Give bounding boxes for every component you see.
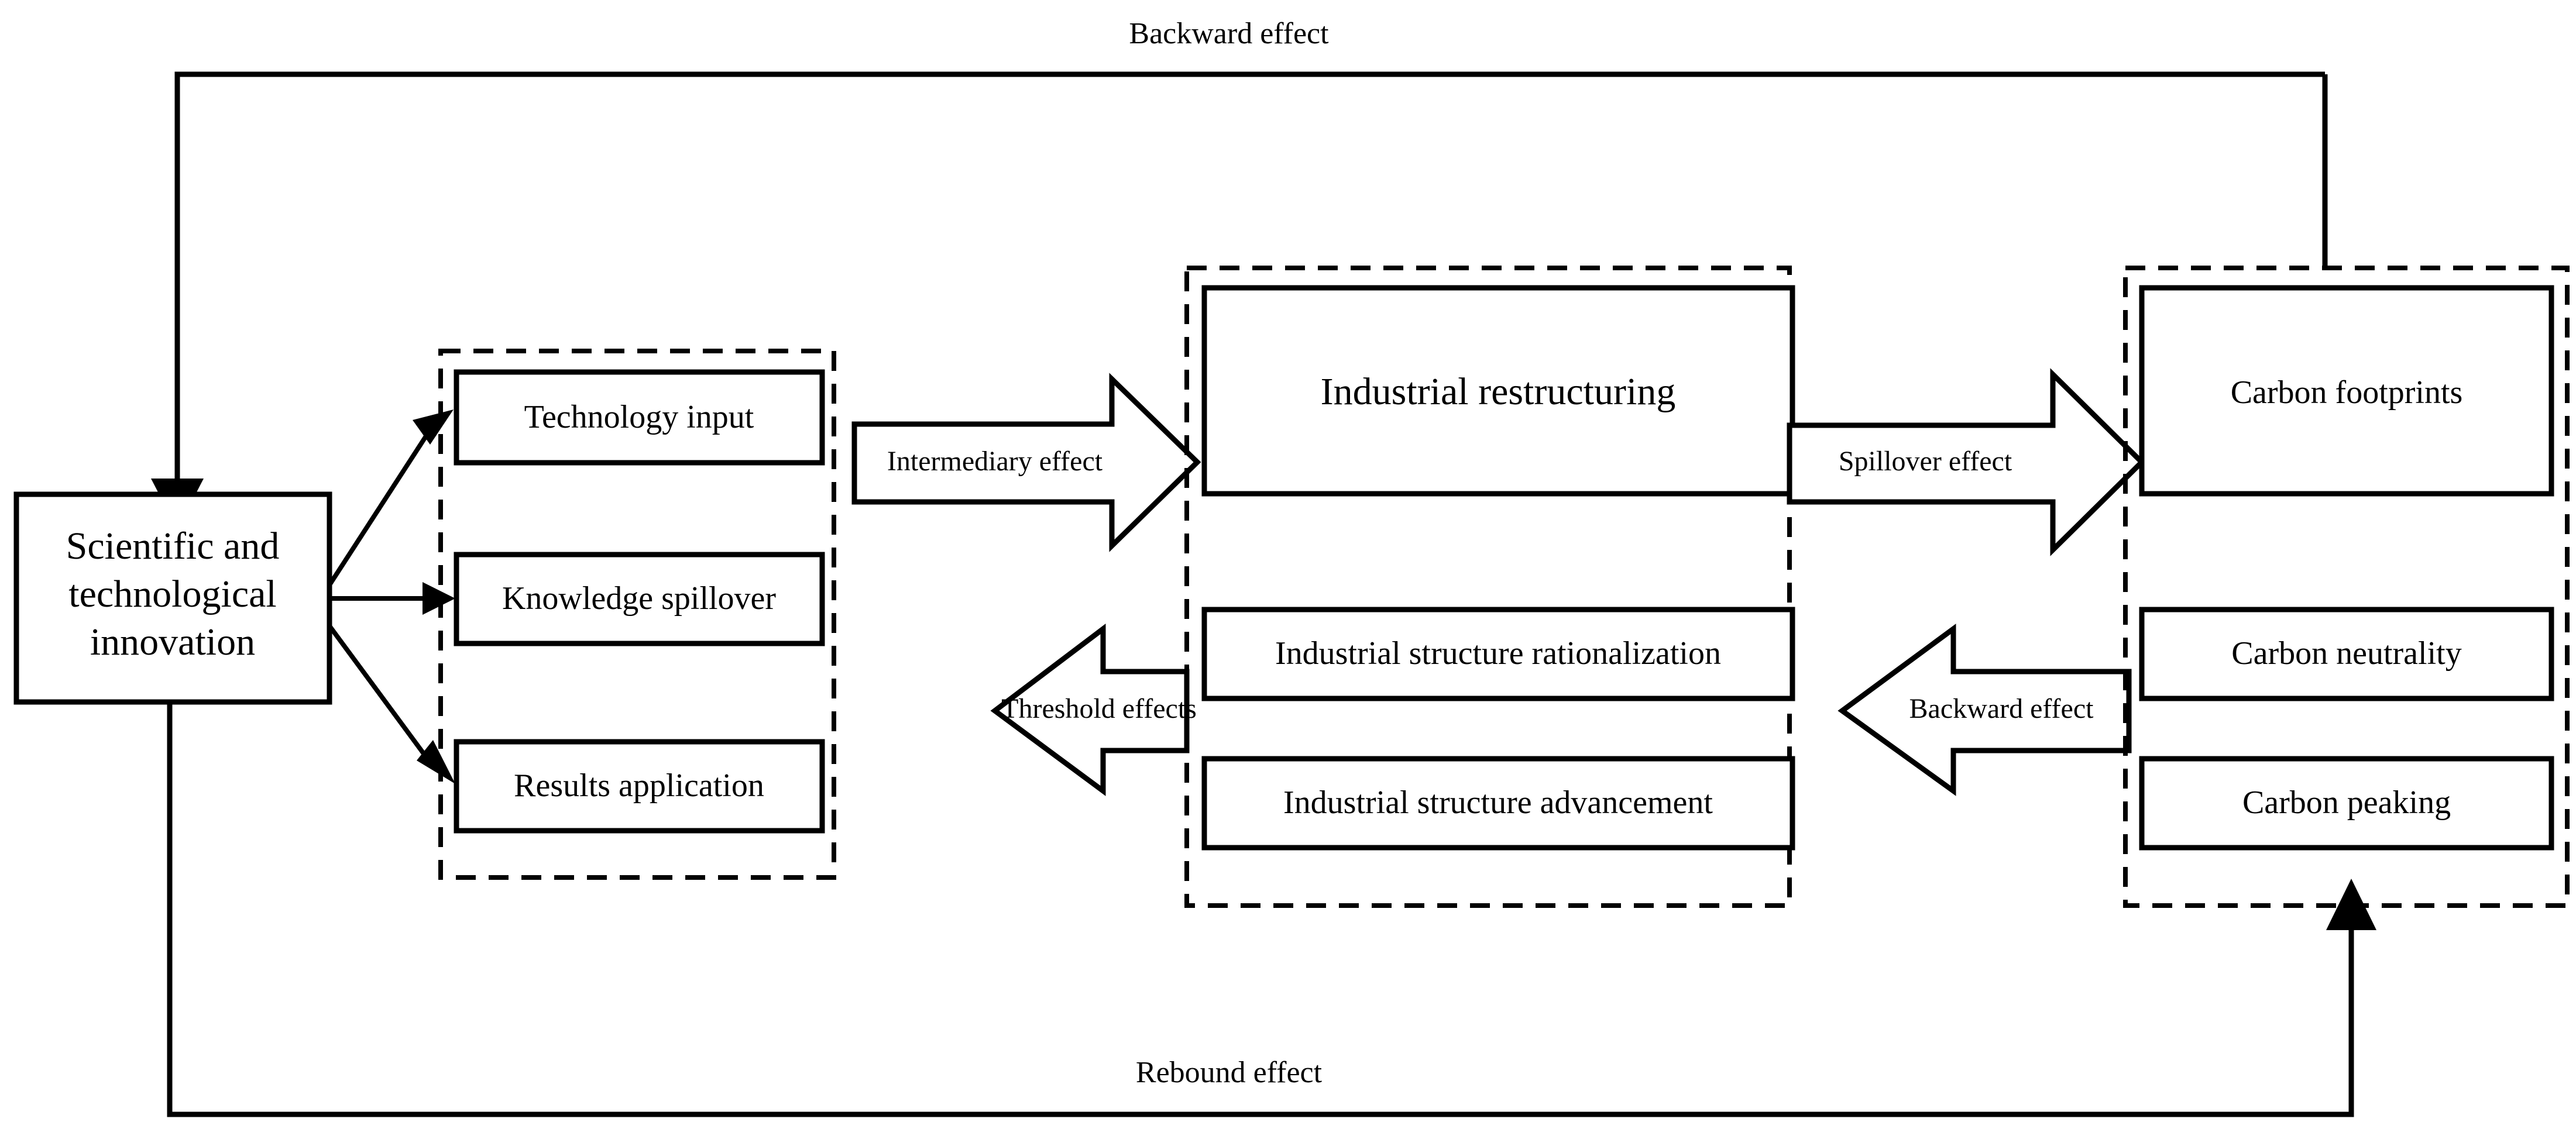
- block-arrow-intermediary-effect[interactable]: Intermediary effect: [851, 373, 1201, 552]
- carbon-footprints-label: Carbon footprints: [2231, 374, 2463, 411]
- node-scientific-technological-innovation[interactable]: Scientific and technological innovation: [13, 491, 332, 705]
- sti-label-line-1: Scientific and: [66, 525, 280, 567]
- block-arrow-threshold-effects[interactable]: Threshold effects: [990, 623, 1197, 796]
- carbon-peaking-box[interactable]: [2139, 756, 2554, 851]
- rebound-effect-loop-path: [167, 702, 2354, 1117]
- intermediary-effect-label: Intermediary effect: [887, 446, 1103, 477]
- carbon-peaking-label: Carbon peaking: [2242, 784, 2451, 821]
- sti-to-technology-input-connector: [327, 409, 454, 587]
- industrial-structure-advancement-label: Industrial structure advancement: [1283, 784, 1713, 821]
- intermediary-effect-shape[interactable]: [851, 373, 1201, 552]
- sti-label-line-3: innovation: [90, 621, 255, 663]
- results-application-box[interactable]: [454, 739, 825, 834]
- node-industrial-structure-rationalization[interactable]: Industrial structure rationalization: [1201, 607, 1795, 701]
- backward-effect-arrow-label: Backward effect: [1909, 693, 2094, 724]
- carbon-neutrality-label: Carbon neutrality: [2231, 635, 2461, 672]
- industrial-structure-rationalization-label: Industrial structure rationalization: [1275, 635, 1721, 672]
- carbon-outcomes-group: [2123, 266, 2570, 908]
- node-industrial-restructuring[interactable]: Industrial restructuring: [1201, 285, 1795, 497]
- sti-label-line-2: technological: [68, 573, 277, 615]
- results-application-label: Results application: [514, 767, 764, 804]
- backward-effect-arrow-shape[interactable]: [1837, 624, 2132, 796]
- technology-input-label: Technology input: [524, 399, 754, 435]
- block-arrow-spillover-effect[interactable]: Spillover effect: [1787, 368, 2146, 556]
- spillover-effect-shape[interactable]: [1787, 368, 2146, 556]
- industrial-structure-advancement-box[interactable]: [1201, 756, 1795, 851]
- knowledge-spillover-box[interactable]: [454, 552, 825, 646]
- carbon-footprints-box[interactable]: [2139, 285, 2554, 497]
- innovation-channels-group: [438, 349, 836, 880]
- carbon-neutrality-box[interactable]: [2139, 607, 2554, 701]
- backward-effect-loop-label: Backward effect: [1129, 17, 1329, 50]
- threshold-effects-shape[interactable]: [990, 623, 1190, 796]
- technology-input-box[interactable]: [454, 369, 825, 466]
- node-technology-input[interactable]: Technology input: [454, 369, 825, 466]
- sti-to-knowledge-spillover-connector: [329, 582, 455, 615]
- knowledge-spillover-label: Knowledge spillover: [502, 580, 776, 617]
- industrial-structure-group: [1184, 266, 1792, 908]
- sti-to-results-application-arrowhead: [417, 740, 455, 784]
- spillover-effect-label: Spillover effect: [1839, 446, 2012, 477]
- rebound-effect-loop-label: Rebound effect: [1136, 1056, 1323, 1089]
- node-knowledge-spillover[interactable]: Knowledge spillover: [454, 552, 825, 646]
- node-carbon-peaking[interactable]: Carbon peaking: [2139, 756, 2554, 851]
- sti-to-technology-input-arrowhead: [413, 409, 454, 445]
- node-carbon-neutrality[interactable]: Carbon neutrality: [2139, 607, 2554, 701]
- sti-box[interactable]: [13, 491, 332, 705]
- node-results-application[interactable]: Results application: [454, 739, 825, 834]
- industrial-structure-rationalization-box[interactable]: [1201, 607, 1795, 701]
- sti-to-results-application-connector: [327, 624, 455, 784]
- industrial-restructuring-box[interactable]: [1201, 285, 1795, 497]
- threshold-effects-label: Threshold effects: [1001, 693, 1197, 724]
- industrial-restructuring-label: Industrial restructuring: [1321, 370, 1676, 413]
- backward-effect-loop-path: [174, 71, 2325, 494]
- node-carbon-footprints[interactable]: Carbon footprints: [2139, 285, 2554, 497]
- node-industrial-structure-advancement[interactable]: Industrial structure advancement: [1201, 756, 1795, 851]
- block-arrow-backward-effect[interactable]: Backward effect: [1837, 624, 2132, 796]
